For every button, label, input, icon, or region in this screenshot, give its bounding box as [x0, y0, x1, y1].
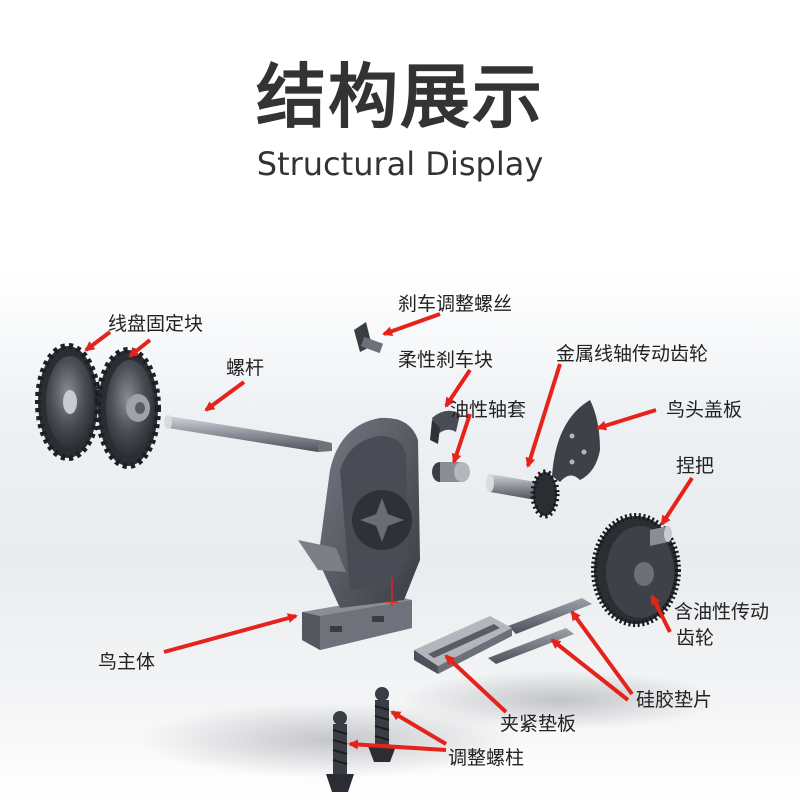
label-oil-drive-gear-1: 含油性传动	[674, 601, 770, 623]
arrow-head-cover	[596, 408, 657, 431]
label-oil-drive-gear-2: 齿轮	[676, 627, 715, 649]
page-subtitle: Structural Display	[256, 145, 544, 183]
silicone-pad	[488, 598, 592, 664]
clamp-pad	[414, 616, 512, 674]
callout-arrows	[84, 312, 694, 752]
arrow-metal-gear	[525, 363, 562, 468]
label-adjust-post: 调整螺柱	[448, 747, 525, 769]
arrow-silicone-1	[570, 610, 634, 696]
arrow-brake-block	[444, 368, 472, 408]
screw-rod	[164, 415, 332, 452]
label-bird-main-body: 鸟主体	[98, 651, 156, 673]
label-clamp-pad: 夹紧垫板	[500, 713, 577, 735]
arrow-main-body	[163, 613, 298, 654]
label-metal-spool-gear: 金属线轴传动齿轮	[556, 343, 709, 365]
adjust-post-left	[326, 711, 354, 792]
arrow-spool-lock-right	[128, 338, 152, 358]
label-flexible-brake-block: 柔性刹车块	[398, 349, 494, 371]
arrow-brake-screw	[382, 312, 441, 337]
label-bird-head-cover: 鸟头盖板	[666, 399, 743, 421]
spool-lock-wheel-left	[35, 343, 101, 461]
arrow-screw-rod	[204, 380, 246, 412]
floor-shadow	[140, 702, 520, 778]
arrow-adjust-post-2	[348, 739, 447, 752]
label-oil-bushing: 油性轴套	[450, 399, 527, 421]
arrow-drive-gear	[650, 594, 672, 633]
adjust-post-right	[368, 687, 396, 762]
arrow-oil-bushing	[451, 413, 472, 464]
label-silicone-pad: 硅胶垫片	[636, 689, 713, 711]
spool-lock-wheel-right	[95, 347, 161, 469]
arrow-handle	[660, 476, 694, 526]
flexible-brake-block	[430, 410, 460, 444]
arrow-spool-lock-left	[84, 330, 112, 352]
arrow-adjust-post-1	[390, 710, 448, 746]
oil-bushing	[432, 462, 470, 482]
brake-adjust-screw	[354, 322, 384, 354]
label-spool-lock-block: 线盘固定块	[108, 313, 204, 335]
label-screw-rod: 螺杆	[226, 357, 265, 379]
bird-head-cover	[552, 400, 600, 482]
bird-main-body	[298, 417, 420, 650]
metal-spool-gear	[486, 469, 560, 519]
page-title: 结构展示	[256, 56, 544, 138]
label-handle: 捏把	[676, 455, 715, 477]
arrow-clamp-pad	[444, 654, 508, 714]
handle	[650, 526, 672, 546]
label-brake-adjust-screw: 刹车调整螺丝	[398, 293, 513, 315]
arrow-silicone-2	[550, 638, 630, 702]
